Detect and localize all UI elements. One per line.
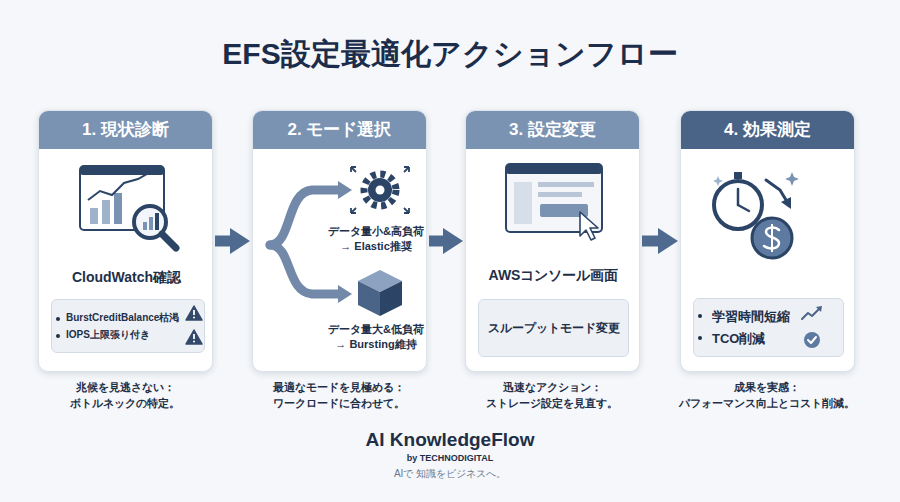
step-text: AWSコンソール画面 (466, 266, 640, 285)
step-card: BurstCreditBalance枯渇 IOPS上限張り付き 1. 現状診断 Clo… (38, 110, 213, 372)
branch-arrow (270, 190, 338, 245)
chart-bar (90, 208, 98, 224)
detail-item: 学習時間短縮 (694, 308, 843, 326)
trend-down-arrow (781, 197, 791, 209)
warning-mark (193, 341, 195, 343)
step-header: 2. モード選択 (253, 111, 426, 149)
magnifier-icon (134, 206, 166, 238)
step-header: 4. 効果測定 (681, 111, 854, 149)
dollar-sign (771, 224, 773, 252)
flow-arrow (642, 236, 658, 247)
trend-down-arrow (766, 180, 786, 200)
step-caption: 成果を実感： パフォーマンス向上とコスト削減。 (657, 380, 877, 412)
stopwatch-hand (737, 189, 740, 205)
gear-icon (368, 178, 392, 202)
warning-mark (193, 334, 195, 339)
browser-bar (506, 164, 602, 174)
gear-icon (364, 174, 396, 206)
cube-icon (358, 281, 380, 316)
step-text: データ量小&高負荷 → Elastic推奨 (323, 224, 427, 254)
trend-up-icon (816, 306, 822, 312)
chart-bar (143, 222, 147, 230)
step-caption: 迅速なアクション： ストレージ設定を見直す。 (452, 380, 652, 412)
step-text: データ量大&低負荷 → Bursting維持 (323, 322, 427, 352)
browser-button (540, 204, 588, 217)
detail-item: IOPS上限張り付き (52, 328, 204, 342)
chart-bar (114, 193, 122, 224)
sparkle-icon (785, 172, 799, 186)
connector-layer (215, 241, 658, 242)
diagram-title: EFS設定最適化アクションフロー (100, 32, 800, 76)
detail-item: TCO削減 (694, 330, 843, 348)
chart-bar (102, 200, 110, 224)
detail-box: スループットモード変更 (478, 299, 629, 357)
check-mark (808, 337, 816, 343)
browser-icon (506, 164, 602, 232)
detail-box: BurstCreditBalance枯渇 IOPS上限張り付き (51, 299, 205, 353)
coin-icon (752, 218, 792, 258)
browser-sidebar (514, 182, 532, 224)
cube-icon (380, 281, 402, 316)
chart-bar (149, 217, 153, 230)
warning-icon (186, 330, 202, 344)
step-card: 学習時間短縮 TCO削減 4. 効果測定 (680, 110, 855, 372)
warning-mark (193, 310, 195, 315)
browser-line (538, 192, 582, 197)
detail-item: スループットモード変更 (479, 320, 628, 336)
detail-item: BurstCreditBalance枯渇 (52, 311, 204, 325)
step-header: 3. 設定変更 (466, 111, 639, 149)
cursor-icon (580, 212, 598, 240)
dollar-sign (764, 228, 779, 249)
gear-hole (376, 186, 385, 195)
footer-text: AI KnowledgeFlow (250, 426, 650, 454)
footer-text: AIで 知識をビジネスへ。 (300, 467, 600, 482)
chart-line (88, 170, 154, 200)
footer-text: by TECHNODIGITAL (350, 452, 550, 465)
warning-icon (186, 306, 202, 320)
browser-line (538, 182, 594, 187)
stopwatch-icon (714, 181, 762, 229)
branch-arrow (270, 245, 338, 294)
magnifier-handle (162, 234, 176, 248)
step-text: CloudWatch確認 (39, 268, 213, 287)
sparkle-icon (713, 176, 723, 186)
trend-up-icon (802, 308, 820, 319)
stopwatch-button (734, 172, 742, 179)
chart-bar (155, 213, 159, 230)
flow-arrow (429, 236, 443, 247)
step-card: 2. モード選択データ量小&高負荷 → Elastic推奨データ量大&低負荷 →… (252, 110, 427, 372)
monitor-bar (80, 166, 164, 175)
stopwatch-hand (738, 205, 749, 211)
scale-arrows (351, 167, 409, 213)
detail-box: 学習時間短縮 TCO削減 (693, 298, 844, 357)
step-caption: 最適なモードを見極める： ワークロードに合わせて。 (239, 380, 439, 412)
step-card: スループットモード変更 3. 設定変更 AWSコンソール画面 (465, 110, 640, 372)
cube-icon (358, 270, 402, 292)
step-header: 1. 現状診断 (39, 111, 212, 149)
check-icon (804, 332, 820, 348)
step-caption: 兆候を見逃さない： ボトルネックの特定。 (25, 380, 225, 412)
warning-mark (193, 317, 195, 319)
monitor-icon (80, 166, 164, 230)
flow-arrow (215, 236, 230, 247)
